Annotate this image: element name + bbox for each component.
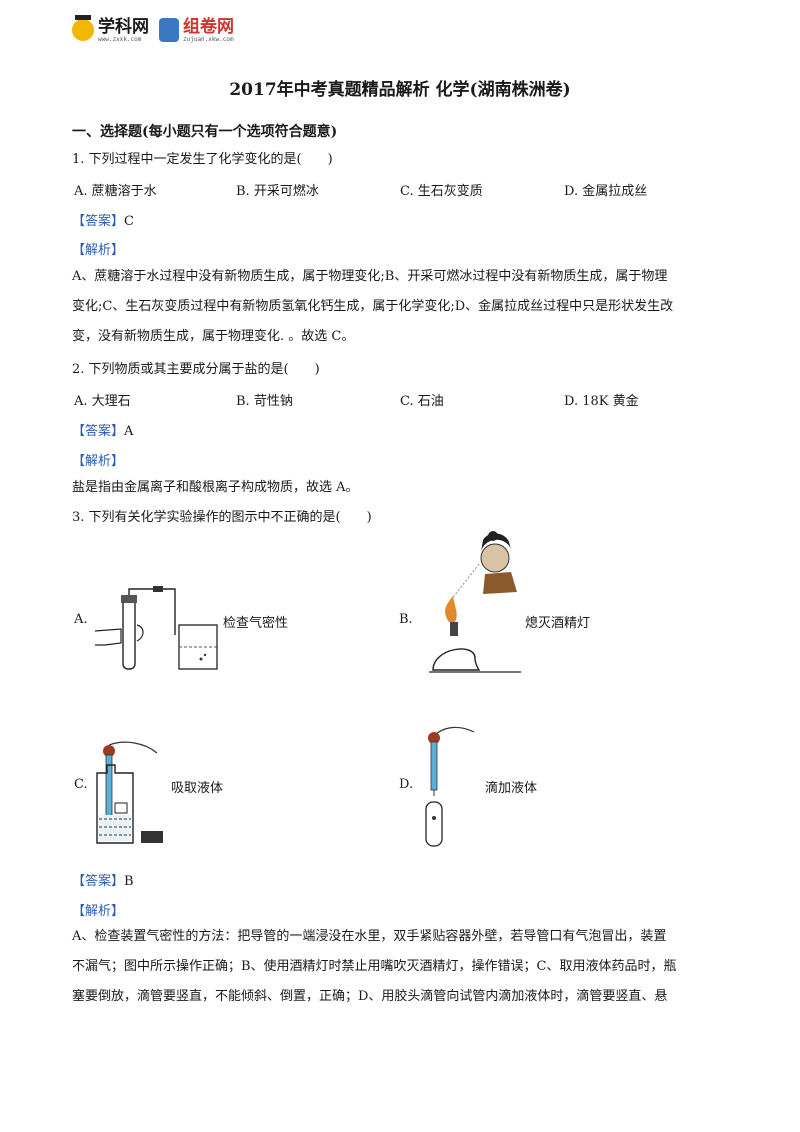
- q1-answer-value: C: [124, 214, 134, 229]
- zxxk-mascot-icon: [72, 15, 94, 41]
- header-logos: 学科网 www.zxxk.com 组卷网 zujuan.xkw.com: [72, 10, 234, 50]
- q1-stem: 1. 下列过程中一定发生了化学变化的是( ): [72, 152, 333, 167]
- q2-option-a: A. 大理石: [74, 394, 131, 409]
- q3-figure-d-caption: 滴加液体: [485, 781, 538, 796]
- q1-answer: 【答案】C: [72, 210, 134, 229]
- q1-option-a: A. 蔗糖溶于水: [74, 184, 157, 199]
- q2-option-b: B. 苛性钠: [236, 394, 293, 409]
- q3-figure-d-letter: D.: [399, 777, 414, 792]
- q1-analysis: A、蔗糖溶于水过程中没有新物质生成，属于物理变化;B、开采可燃冰过程中没有新物质…: [72, 262, 732, 352]
- q1-analysis-line: A、蔗糖溶于水过程中没有新物质生成，属于物理变化;B、开采可燃冰过程中没有新物质…: [72, 269, 668, 284]
- q2-stem: 2. 下列物质或其主要成分属于盐的是( ): [72, 362, 320, 377]
- zujuan-logo: 组卷网 zujuan.xkw.com: [159, 18, 234, 43]
- absorb-liquid-illustration: [96, 741, 163, 844]
- zujuan-mascot-icon: [159, 18, 179, 42]
- gas-tightness-apparatus-illustration: [95, 586, 218, 670]
- zxxk-logo-name: 学科网: [98, 16, 149, 37]
- zujuan-logo-url: zujuan.xkw.com: [183, 35, 234, 43]
- zxxk-logo-url: www.zxxk.com: [98, 35, 142, 43]
- extinguish-alcohol-lamp-illustration: [429, 531, 521, 673]
- q1-analysis-tag: 【解析】: [72, 243, 125, 258]
- q1-analysis-line: 变化;C、生石灰变质过程中有新物质氢氧化钙生成，属于化学变化;D、金属拉成丝过程…: [72, 299, 674, 314]
- zxxk-logo: 学科网 www.zxxk.com: [72, 15, 149, 43]
- zujuan-logo-name: 组卷网: [183, 16, 234, 37]
- page-title: 2017年中考真题精品解析 化学(湖南株洲卷): [229, 80, 571, 100]
- answer-tag: 【答案】: [72, 214, 125, 229]
- q3-stem: 3. 下列有关化学实验操作的图示中不正确的是( ): [72, 510, 372, 525]
- q3-analysis: A、检查装置气密性的方法：把导管的一端浸没在水里，双手紧贴容器外壁，若导管口有气…: [72, 922, 732, 1012]
- drip-liquid-illustration: [425, 726, 475, 847]
- q3-analysis-line: 塞要倒放，滴管要竖直，不能倾斜、倒置，正确；D、用胶头滴管向试管内滴加液体时，滴…: [72, 989, 668, 1004]
- q2-option-c: C. 石油: [400, 394, 444, 409]
- q3-analysis-line: 不漏气；图中所示操作正确；B、使用酒精灯时禁止用嘴吹灭酒精灯，操作错误；C、取用…: [72, 959, 677, 974]
- q1-option-b: B. 开采可燃冰: [236, 184, 319, 199]
- q1-option-c: C. 生石灰变质: [400, 184, 483, 199]
- q2-analysis-tag: 【解析】: [72, 454, 125, 469]
- q3-figure-b-letter: B.: [399, 612, 413, 627]
- q3-answer-value: B: [124, 874, 134, 889]
- q3-figure-b-caption: 熄灭酒精灯: [525, 616, 591, 631]
- section-heading: 一、选择题(每小题只有一个选项符合题意): [72, 124, 338, 140]
- q3-analysis-line: A、检查装置气密性的方法：把导管的一端浸没在水里，双手紧贴容器外壁，若导管口有气…: [72, 929, 667, 944]
- q2-option-d: D. 18K 黄金: [564, 394, 639, 409]
- q1-analysis-line: 变，没有新物质生成，属于物理变化. 。故选 C。: [72, 329, 355, 344]
- q3-figure-c-caption: 吸取液体: [171, 781, 224, 796]
- q3-figure-a-letter: A.: [74, 612, 88, 627]
- q3-analysis-tag: 【解析】: [72, 904, 125, 919]
- q3-figure-c-letter: C.: [74, 777, 88, 792]
- q1-option-d: D. 金属拉成丝: [564, 184, 648, 199]
- q3-answer: 【答案】B: [72, 874, 134, 889]
- q3-figure-a-caption: 检查气密性: [223, 616, 289, 631]
- q2-analysis-line: 盐是指由金属离子和酸根离子构成物质，故选 A。: [72, 480, 359, 495]
- q2-answer-value: A: [124, 424, 134, 439]
- q2-answer: 【答案】A: [72, 424, 134, 439]
